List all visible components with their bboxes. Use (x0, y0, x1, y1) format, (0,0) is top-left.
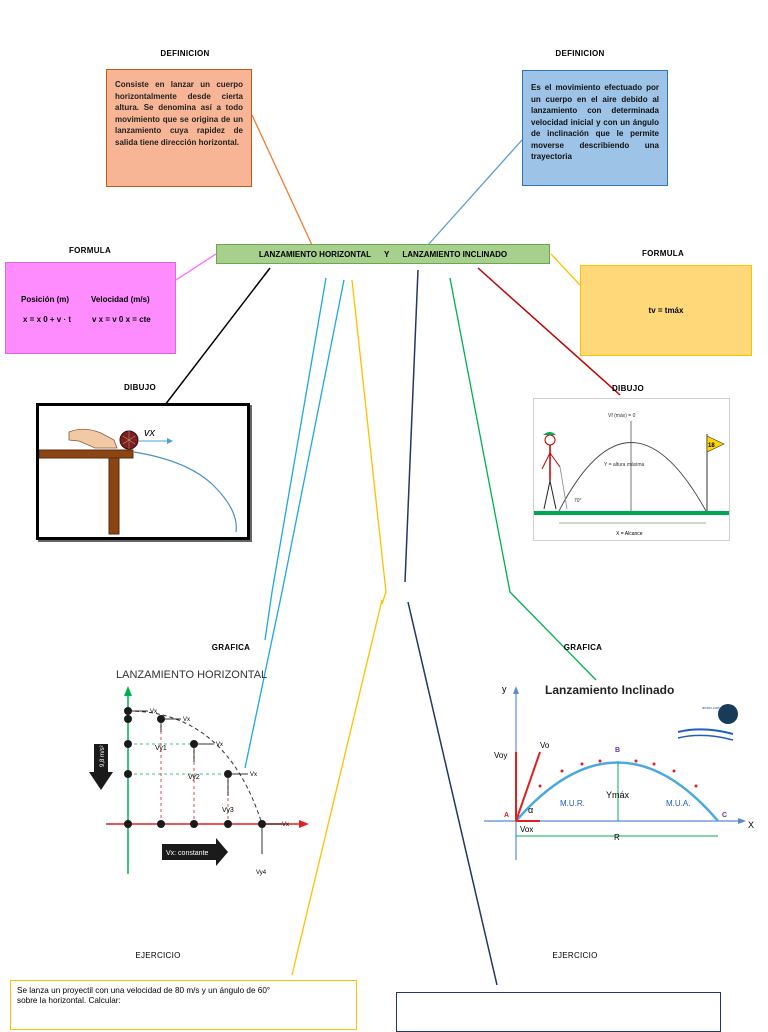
right-graph-title: Lanzamiento Inclinado (545, 683, 674, 697)
left-graph-vy-2: Vy2 (188, 774, 200, 781)
right-definition-label: DEFINICION (555, 49, 605, 58)
left-exercise-line-2: sobre la horizontal. Calcular: (17, 996, 121, 1005)
left-exercise-line-1: Se lanza un proyectil con una velocidad … (17, 986, 271, 995)
connector-blue (427, 139, 523, 246)
left-formula-header-1: Posición (m) (21, 295, 70, 304)
left-formula-header-2: Velocidad (m/s) (91, 295, 150, 304)
right-drawing-label: DIBUJO (611, 384, 645, 393)
left-graph-vx-3: Vx (216, 742, 223, 748)
right-graph-mur: M.U.R. (560, 799, 585, 808)
right-drawing-flag-number: 18 (708, 443, 715, 449)
left-drawing-label: DIBUJO (123, 383, 157, 392)
left-drawing-vx: vx (144, 427, 156, 439)
left-formula-box: Posición (m) Velocidad (m/s) x = x 0 + v… (5, 262, 176, 354)
right-drawing: Vf (máx) = 0 Y = altura máxima 70° X = A… (533, 398, 730, 541)
left-graph-constant: Vx: constante (166, 850, 209, 857)
right-graph-ymax: Ymáx (606, 790, 630, 800)
connector-gold (550, 253, 581, 286)
right-drawing-range-label: X = Alcance (616, 531, 643, 537)
right-graph-x-axis: X (748, 820, 754, 830)
connector-cyan-1 (264, 277, 327, 641)
connector-navy-2 (407, 601, 498, 986)
right-graph-label: GRAFICA (563, 643, 603, 652)
connector-yellow-1 (351, 279, 387, 605)
inclined-launch-graph: Lanzamiento Inclinado y X Voy Vo Vox α Y… (484, 683, 754, 860)
left-exercise-label: EJERCICIO (135, 951, 181, 960)
right-formula-box: tv = tmáx (580, 265, 752, 356)
inclined-launch-drawing: Vf (máx) = 0 Y = altura máxima 70° X = A… (534, 413, 729, 537)
central-title: LANZAMIENTO HORIZONTAL Y LANZAMIENTO INC… (216, 244, 550, 264)
constant-arrow-icon (162, 838, 228, 866)
right-graph-vox: Vox (520, 825, 533, 834)
left-graph-vx-1: Vx (150, 709, 157, 715)
left-graph-label: GRAFICA (211, 643, 251, 652)
left-formula-velocity: v x = v 0 x = cte (92, 315, 151, 324)
horizontal-launch-drawing: vx (38, 427, 237, 535)
central-title-connector: Y (384, 249, 390, 259)
left-graph-gravity: 9,8 m/s² (100, 745, 106, 767)
right-exercise-label: EJERCICIO (552, 951, 598, 960)
connector-navy-1 (404, 269, 419, 583)
connector-orange (251, 114, 313, 246)
gravity-arrow-icon (89, 744, 113, 790)
right-drawing-top-label: Vf (máx) = 0 (608, 413, 636, 419)
right-definition-box: Es el movimiento efectuado por un cuerpo… (522, 70, 668, 186)
connector-pink (175, 253, 217, 281)
right-graph-alpha: α (528, 805, 533, 815)
right-graph-logo: aristo.com (702, 705, 721, 710)
central-title-left: LANZAMIENTO HORIZONTAL (258, 249, 372, 259)
right-formula-label: FORMULA (641, 249, 685, 258)
left-graph-vx-4: Vx (250, 772, 257, 778)
right-graph-y-axis: y (502, 684, 507, 694)
right-exercise-box (396, 992, 721, 1032)
right-definition-text: Es el movimiento efectuado por un cuerpo… (531, 83, 659, 161)
left-exercise-box: Se lanza un proyectil con una velocidad … (10, 980, 357, 1030)
left-graph-vx-5: Vx (282, 822, 289, 828)
right-graph-point-c: C (722, 812, 727, 819)
left-definition-text: Consiste en lanzar un cuerpo horizontalm… (115, 80, 243, 147)
right-drawing-angle-label: 70° (574, 498, 582, 504)
connector-cyan-2 (244, 279, 345, 769)
right-graph-r: R (614, 833, 620, 842)
horizontal-launch-graph: LANZAMIENTO HORIZONTAL (89, 669, 309, 876)
left-graph-vx-2: Vx (183, 717, 190, 723)
right-graph-mua: M.U.A. (666, 799, 690, 808)
left-graph-vy-4: Vy4 (256, 870, 267, 876)
left-formula-label: FORMULA (68, 246, 112, 255)
connector-black (154, 267, 271, 419)
left-graph-vy-3: Vy3 (222, 807, 234, 814)
right-graph-voy: Voy (494, 751, 507, 760)
left-graph-title: LANZAMIENTO HORIZONTAL (116, 669, 267, 681)
left-definition-box: Consiste en lanzar un cuerpo horizontalm… (106, 69, 252, 187)
connector-yellow-2 (291, 599, 383, 976)
right-graph: Lanzamiento Inclinado y X Voy Vo Vox α Y… (478, 674, 765, 864)
left-definition-label: DEFINICION (160, 49, 210, 58)
left-drawing: vx (36, 403, 250, 540)
left-graph-vy-1: Vy1 (155, 745, 167, 752)
right-drawing-height-label: Y = altura máxima (604, 462, 645, 468)
connector-green (449, 277, 597, 681)
central-title-right: LANZAMIENTO INCLINADO (402, 249, 508, 259)
left-graph: LANZAMIENTO HORIZONTAL (86, 664, 316, 880)
right-formula-text: tv = tmáx (648, 305, 684, 315)
left-formula-position: x = x 0 + v · t (23, 315, 72, 324)
connector-red (477, 267, 621, 396)
right-graph-point-a: A (504, 812, 509, 819)
right-graph-point-b: B (615, 747, 620, 754)
right-graph-vo: Vo (540, 741, 550, 750)
